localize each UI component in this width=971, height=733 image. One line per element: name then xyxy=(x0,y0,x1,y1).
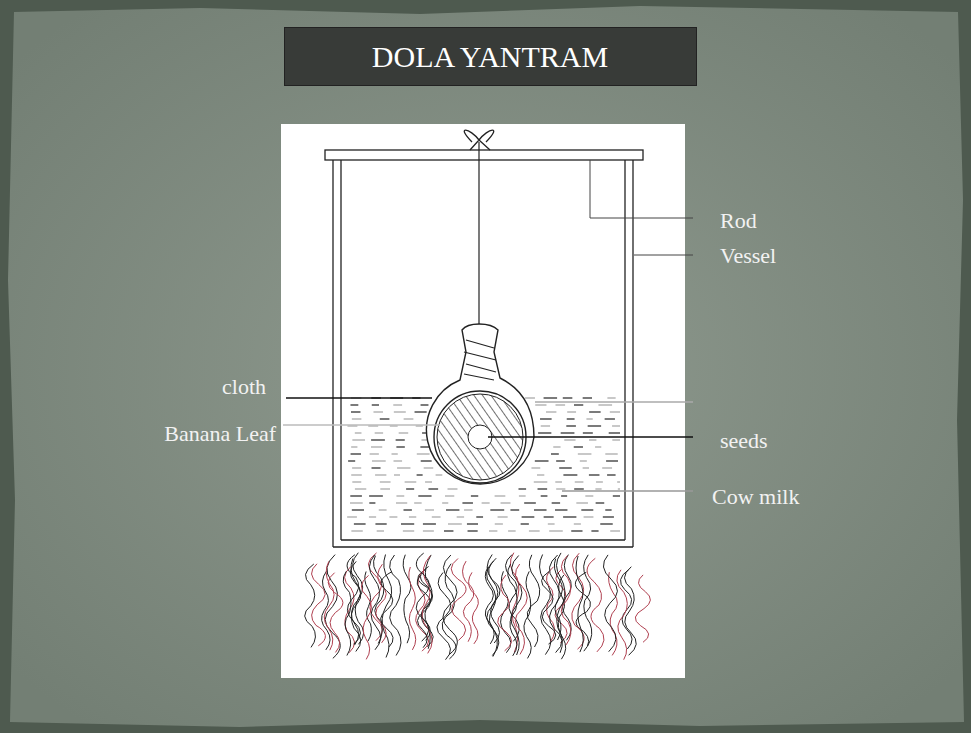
vessel xyxy=(325,150,643,547)
paper-ground xyxy=(8,6,964,727)
part-label: seeds xyxy=(720,429,768,453)
slide-title: DOLA YANTRAM xyxy=(372,40,608,74)
leader-lines xyxy=(283,398,693,491)
title-banner: DOLA YANTRAM xyxy=(284,27,697,86)
fire xyxy=(305,553,651,660)
rod-leader xyxy=(590,160,693,255)
part-label: Banana Leaf xyxy=(164,422,276,446)
hanging-bundle xyxy=(426,130,534,484)
part-label: Cow milk xyxy=(712,485,799,509)
figure-panel xyxy=(281,124,685,678)
part-label: Vessel xyxy=(720,244,776,268)
part-label: cloth xyxy=(222,375,266,399)
part-label: Rod xyxy=(720,209,757,233)
